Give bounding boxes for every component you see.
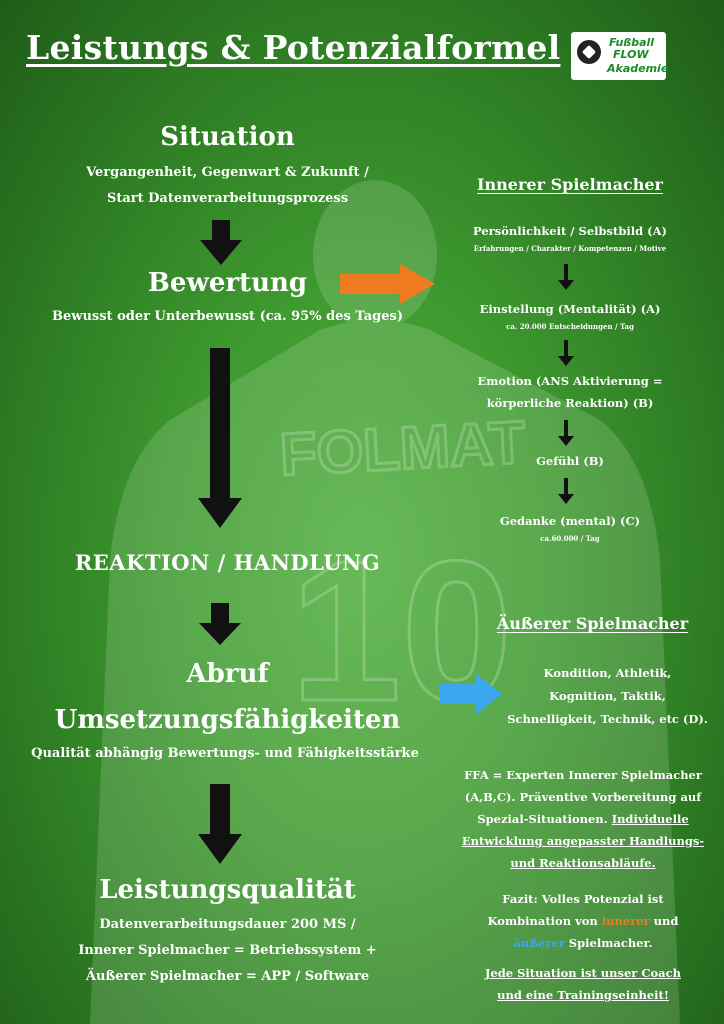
fazit-paragraph: Fazit: Volles Potenzial ist Kombination … [448, 888, 718, 1006]
small-down-arrow-icon [558, 340, 574, 366]
leistung-title: Leistungsqualität [99, 875, 356, 905]
inner-item-einstellung: Einstellung (Mentalität) (A) [440, 298, 700, 320]
fazit-outer-word: äußerer [513, 936, 565, 950]
small-down-arrow-icon [558, 264, 574, 290]
fazit-line4: Jede Situation ist unser Coach [484, 966, 681, 980]
situation-text: Vergangenheit, Gegenwart & Zukunft / Sta… [40, 160, 415, 212]
blue-arrow-icon [440, 674, 502, 714]
fazit-line2c: und [649, 914, 679, 928]
situation-line1: Vergangenheit, Gegenwart & Zukunft / [86, 165, 369, 180]
reaktion-title: REAKTION / HANDLUNG [74, 550, 381, 575]
logo-line2: FLOW [613, 48, 649, 61]
ffa-line1: FFA = Experten Innerer Spielmacher [464, 768, 702, 782]
page-title: Leistungs & Potenzialformel [26, 28, 561, 67]
fazit-line2: Kombination von innerer und [448, 910, 718, 932]
bewertung-text: Bewusst oder Unterbewusst (ca. 95% des T… [52, 309, 403, 324]
inner-item-label: Emotion (ANS Aktivierung = [477, 374, 663, 388]
down-arrow-icon [199, 603, 241, 645]
inner-item-gefuehl: Gefühl (B) [440, 450, 700, 472]
down-arrow-icon [200, 220, 242, 265]
abruf-text: Qualität abhängig Bewertungs- und Fähigk… [31, 746, 419, 761]
inner-item-personality: Persönlichkeit / Selbstbild (A) [440, 220, 700, 242]
jersey-name: FOLMAT [278, 408, 527, 488]
bewertung-title: Bewertung [147, 268, 308, 298]
inner-item-gedanke: Gedanke (mental) (C) [440, 510, 700, 532]
inner-item-label: Persönlichkeit / Selbstbild (A) [473, 224, 667, 238]
inner-item-note: ca.60.000 / Tag [540, 534, 600, 543]
outer-line1: Kondition, Athletik, [543, 666, 672, 680]
logo-line3: Akademie [607, 62, 669, 75]
abruf-title: Abruf [186, 659, 269, 689]
fazit-line5: und eine Trainingseinheit! [497, 988, 669, 1002]
leistung-text: Datenverarbeitungsdauer 200 MS / Innerer… [30, 912, 425, 990]
fazit-line3: äußerer Spielmacher. [448, 932, 718, 954]
orange-arrow-icon [340, 264, 435, 304]
ffa-line3: Spezial-Situationen. Individuelle [448, 808, 718, 830]
ffa-line5: und Reaktionsabläufe. [510, 856, 656, 870]
outer-line3: Schnelligkeit, Technik, etc (D). [507, 712, 708, 726]
inner-playmaker-title: Innerer Spielmacher [477, 175, 663, 194]
small-down-arrow-icon [558, 420, 574, 446]
ffa-line3b: Individuelle [611, 812, 689, 826]
ffa-line4: Entwicklung angepasster Handlungs- [461, 834, 705, 848]
football-icon [577, 40, 601, 64]
umsetzung-title: Umsetzungsfähigkeiten [54, 705, 401, 735]
leistung-line2: Innerer Spielmacher = Betriebssystem + [78, 943, 377, 958]
fazit-inner-word: innerer [601, 914, 650, 928]
ffa-line3a: Spezial-Situationen. [477, 812, 612, 826]
inner-item-note: ca. 20.000 Entscheidungen / Tag [506, 322, 634, 331]
fazit-line1: Fazit: Volles Potenzial ist [502, 892, 664, 906]
down-arrow-icon [198, 784, 242, 864]
leistung-line1: Datenverarbeitungsdauer 200 MS / [99, 917, 356, 932]
inner-item-label2: körperliche Reaktion) (B) [486, 396, 654, 410]
fazit-line3b: Spielmacher. [564, 936, 653, 950]
inner-item-label: Gedanke (mental) (C) [499, 514, 641, 528]
fazit-line2a: Kombination von [487, 914, 602, 928]
long-down-arrow-icon [198, 348, 242, 528]
situation-line2: Start Datenverarbeitungsprozess [106, 191, 349, 206]
inner-item-label: Einstellung (Mentalität) (A) [479, 302, 661, 316]
inner-item-label: Gefühl (B) [536, 454, 604, 468]
outer-line2: Kognition, Taktik, [549, 689, 666, 703]
small-down-arrow-icon [558, 478, 574, 504]
outer-playmaker-title: Äußerer Spielmacher [496, 614, 689, 633]
outer-playmaker-text: Kondition, Athletik, Kognition, Taktik, … [495, 662, 720, 731]
inner-item-note: Erfahrungen / Charakter / Kompetenzen / … [473, 244, 667, 253]
logo-line1: Fußball [609, 36, 655, 49]
academy-logo: Fußball FLOW Akademie [571, 32, 669, 80]
ffa-line2: (A,B,C). Präventive Vorbereitung auf [464, 790, 702, 804]
inner-item-emotion: Emotion (ANS Aktivierung = körperliche R… [440, 370, 700, 414]
situation-title: Situation [160, 122, 295, 152]
ffa-paragraph: FFA = Experten Innerer Spielmacher (A,B,… [448, 764, 718, 874]
leistung-line3: Äußerer Spielmacher = APP / Software [85, 969, 370, 984]
